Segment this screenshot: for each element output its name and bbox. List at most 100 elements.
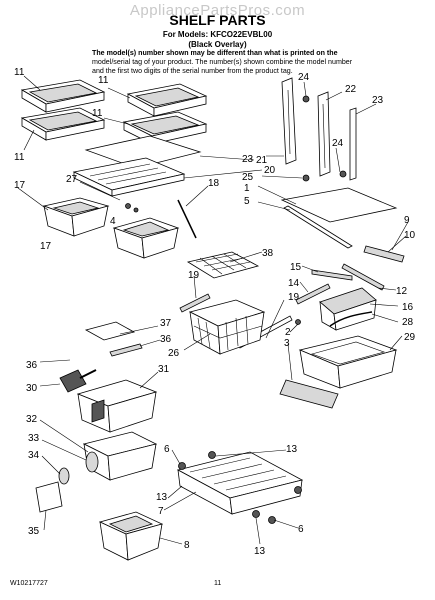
callout: 11 xyxy=(98,75,109,86)
part-door-bin-right[interactable] xyxy=(122,83,208,145)
callout: 12 xyxy=(396,286,408,297)
callout: 11 xyxy=(14,152,25,163)
part-trim-36[interactable] xyxy=(109,343,143,357)
page-title: SHELF PARTS xyxy=(169,12,266,28)
callout: 21 xyxy=(256,155,268,166)
callout: 13 xyxy=(254,546,266,557)
part-rod-18[interactable] xyxy=(177,199,197,239)
part-rail-19a[interactable] xyxy=(179,293,211,313)
callout: 5 xyxy=(244,196,250,207)
callout: 13 xyxy=(156,492,168,503)
part-bin-8[interactable] xyxy=(98,511,164,561)
callout: 13 xyxy=(286,444,298,455)
part-screw-25[interactable] xyxy=(302,174,310,182)
part-slide-14[interactable] xyxy=(295,283,331,305)
callout: 7 xyxy=(158,506,164,517)
part-crisper-drawer-left[interactable] xyxy=(42,197,110,237)
callout: 6 xyxy=(164,444,170,455)
callout: 24 xyxy=(298,72,310,83)
callout: 28 xyxy=(402,317,414,328)
part-gear-34[interactable] xyxy=(58,467,70,485)
part-ice-bin-31[interactable] xyxy=(76,379,158,433)
callout: 18 xyxy=(208,178,220,189)
callout: 29 xyxy=(404,332,416,343)
callout: 34 xyxy=(28,450,40,461)
part-ice-scoop-30[interactable] xyxy=(59,369,97,393)
callout: 19 xyxy=(188,270,200,281)
part-cover-3[interactable] xyxy=(279,379,339,409)
page-number: 11 xyxy=(214,580,222,587)
callout: 17 xyxy=(14,180,26,191)
part-fitting-6a[interactable] xyxy=(178,462,186,470)
callout: 20 xyxy=(264,165,276,176)
part-fitting-13c[interactable] xyxy=(252,510,260,518)
part-screw-4b[interactable] xyxy=(133,207,139,213)
callout: 36 xyxy=(26,360,38,371)
callout: 4 xyxy=(110,216,116,227)
part-wire-tray-7[interactable] xyxy=(176,451,304,515)
notice-bold: The model(s) number shown may be differe… xyxy=(92,49,338,57)
callout: 24 xyxy=(332,138,344,149)
part-wire-28[interactable] xyxy=(329,311,373,327)
overlay-line: (Black Overlay) xyxy=(188,40,247,49)
part-auger-assembly-32[interactable] xyxy=(82,431,158,481)
callout: 15 xyxy=(290,262,302,273)
callout: 38 xyxy=(262,248,274,259)
callout: 23 xyxy=(242,154,254,165)
callout: 6 xyxy=(298,524,304,535)
part-fitting-13a[interactable] xyxy=(208,451,216,459)
part-shelf-37[interactable] xyxy=(84,321,136,341)
part-panel-35[interactable] xyxy=(35,481,63,513)
part-wire-basket-26[interactable] xyxy=(188,299,266,355)
callout: 2 xyxy=(285,327,291,338)
callout: 3 xyxy=(284,338,290,349)
callout: 19 xyxy=(288,292,300,303)
callout: 9 xyxy=(404,215,410,226)
callout: 35 xyxy=(28,526,40,537)
notice-rest: model/serial tag of your product. The nu… xyxy=(92,58,353,75)
callout: 8 xyxy=(184,540,190,551)
part-screw-24a[interactable] xyxy=(302,95,310,103)
part-door-bin-left[interactable] xyxy=(20,79,106,141)
part-glass-shelf-1[interactable] xyxy=(280,187,398,223)
callout: 36 xyxy=(160,334,172,345)
part-pan-29[interactable] xyxy=(298,335,398,389)
part-glass-shelf-21[interactable] xyxy=(84,135,202,169)
part-crisper-drawer-right[interactable] xyxy=(112,217,180,259)
watermark: AppliancePartsPros.com xyxy=(129,2,306,19)
part-slide-12[interactable] xyxy=(341,263,385,291)
part-fitting-6b[interactable] xyxy=(268,516,276,524)
part-crisper-cover-20[interactable] xyxy=(72,157,186,197)
callout: 27 xyxy=(66,174,78,185)
document-number: W10217727 xyxy=(10,580,48,587)
callout: 11 xyxy=(92,108,103,119)
callout: 30 xyxy=(26,383,38,394)
part-slide-15[interactable] xyxy=(311,269,353,281)
callout: 10 xyxy=(404,230,416,241)
callout: 14 xyxy=(288,278,300,289)
part-trim-23[interactable] xyxy=(349,107,357,181)
callout: 26 xyxy=(168,348,180,359)
part-bracket-9[interactable] xyxy=(363,245,405,263)
part-screw-24b[interactable] xyxy=(339,170,347,178)
part-screw-4[interactable] xyxy=(125,203,131,209)
callout: 31 xyxy=(158,364,170,375)
part-rail-right-22[interactable] xyxy=(317,91,331,177)
callout: 33 xyxy=(28,433,40,444)
part-rail-left-22[interactable] xyxy=(281,77,297,165)
callout: 25 xyxy=(242,172,254,183)
part-trim-5[interactable] xyxy=(283,205,353,249)
callout: 22 xyxy=(345,84,357,95)
callout: 1 xyxy=(244,183,250,194)
part-fitting-13b[interactable] xyxy=(294,486,302,494)
leader-lines xyxy=(17,75,409,545)
callout-labels: 11 11 11 11 24 22 23 21 20 27 18 17 4 17… xyxy=(14,67,416,557)
model-notice: The model(s) number shown may be differe… xyxy=(92,49,356,76)
part-screw-2[interactable] xyxy=(295,319,301,325)
callout: 11 xyxy=(14,67,25,78)
callout: 17 xyxy=(40,241,52,252)
part-control-assembly-16[interactable] xyxy=(319,287,377,331)
models-line: For Models: KFCO22EVBL00 xyxy=(162,30,273,39)
